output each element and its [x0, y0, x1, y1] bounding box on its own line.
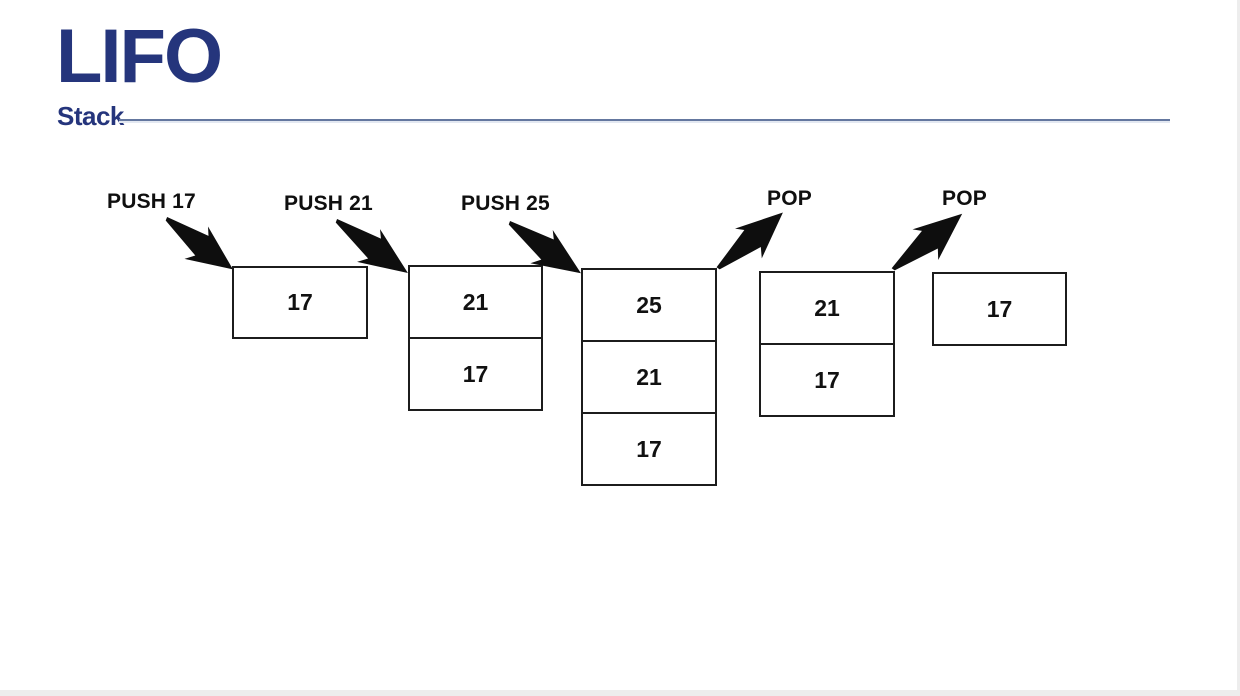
pop-arrow-icon	[891, 213, 963, 271]
pop-arrow-icon	[716, 212, 783, 270]
push-arrow-icon	[335, 219, 408, 274]
window-bottom-bar	[0, 690, 1240, 696]
stack-cell: 21	[581, 340, 717, 414]
page-subtitle: Stack	[57, 101, 124, 131]
header-divider	[119, 119, 1170, 121]
push-17-label: PUSH 17	[107, 190, 196, 213]
push-arrow-icon	[165, 217, 233, 270]
push-arrow-icon	[508, 220, 581, 274]
stack-state-5: 17	[932, 272, 1067, 346]
stack-cell: 21	[408, 265, 543, 339]
pop-label: POP	[942, 187, 987, 210]
stack-state-1: 17	[232, 266, 368, 339]
stack-cell: 17	[932, 272, 1067, 346]
stack-cell: 17	[759, 343, 895, 417]
stack-cell: 17	[581, 412, 717, 486]
stack-cell: 17	[408, 337, 543, 411]
stack-cell: 21	[759, 271, 895, 345]
stack-state-3: 25 21 17	[581, 268, 717, 486]
push-25-label: PUSH 25	[461, 192, 550, 215]
push-21-label: PUSH 21	[284, 192, 373, 215]
stack-state-2: 21 17	[408, 265, 543, 411]
window-right-border	[1237, 0, 1240, 696]
stack-cell: 25	[581, 268, 717, 342]
stack-cell: 17	[232, 266, 368, 339]
page-title: LIFO	[56, 14, 223, 99]
pop-label: POP	[767, 187, 812, 210]
stack-state-4: 21 17	[759, 271, 895, 417]
